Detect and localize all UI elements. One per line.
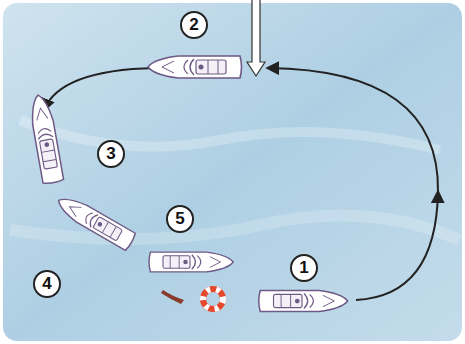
callout-number: 4 (33, 270, 61, 298)
callout-number: 3 (97, 140, 125, 168)
callout-number: 1 (290, 254, 318, 282)
callout-number: 5 (166, 205, 194, 233)
callout-number: 2 (180, 11, 208, 39)
